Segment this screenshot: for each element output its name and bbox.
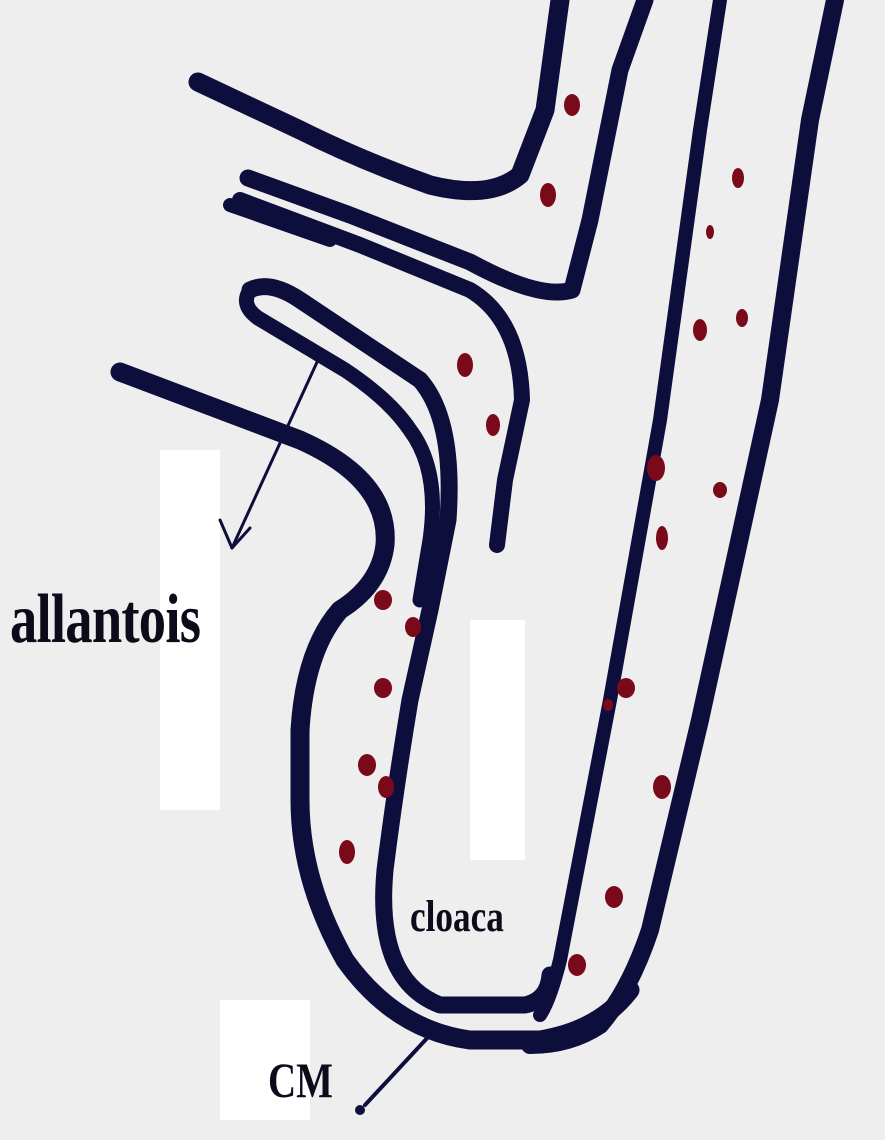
mesenchyme-dot: [457, 353, 473, 377]
label-cloaca: cloaca: [410, 895, 504, 939]
mesenchyme-dot: [736, 309, 748, 327]
mesenchyme-dot: [617, 678, 635, 698]
mesenchyme-dot: [706, 225, 714, 239]
mesenchyme-dot: [653, 775, 671, 799]
mesenchyme-dot: [605, 886, 623, 908]
mesenchyme-dot: [374, 678, 392, 698]
label-cm: CM: [268, 1055, 333, 1105]
cm-pointer-dot: [355, 1105, 365, 1115]
mesenchyme-dot: [540, 183, 556, 207]
mesenchyme-dot: [378, 776, 394, 798]
paper-white-patch: [470, 620, 525, 860]
mesenchyme-dot: [732, 168, 744, 188]
mesenchyme-dot: [405, 617, 421, 637]
mesenchyme-dot: [713, 482, 727, 498]
mesenchyme-dot: [564, 94, 580, 116]
mesenchyme-dot: [339, 840, 355, 864]
mesenchyme-dot: [647, 455, 665, 481]
mesenchyme-dot: [568, 954, 586, 976]
mesenchyme-dot: [374, 590, 392, 610]
mesenchyme-dot: [486, 414, 500, 436]
mesenchyme-dot: [656, 526, 668, 550]
mesenchyme-dot: [603, 699, 613, 711]
label-allantois: allantois: [10, 585, 200, 655]
mesenchyme-dot: [358, 754, 376, 776]
mesenchyme-dot: [693, 319, 707, 341]
